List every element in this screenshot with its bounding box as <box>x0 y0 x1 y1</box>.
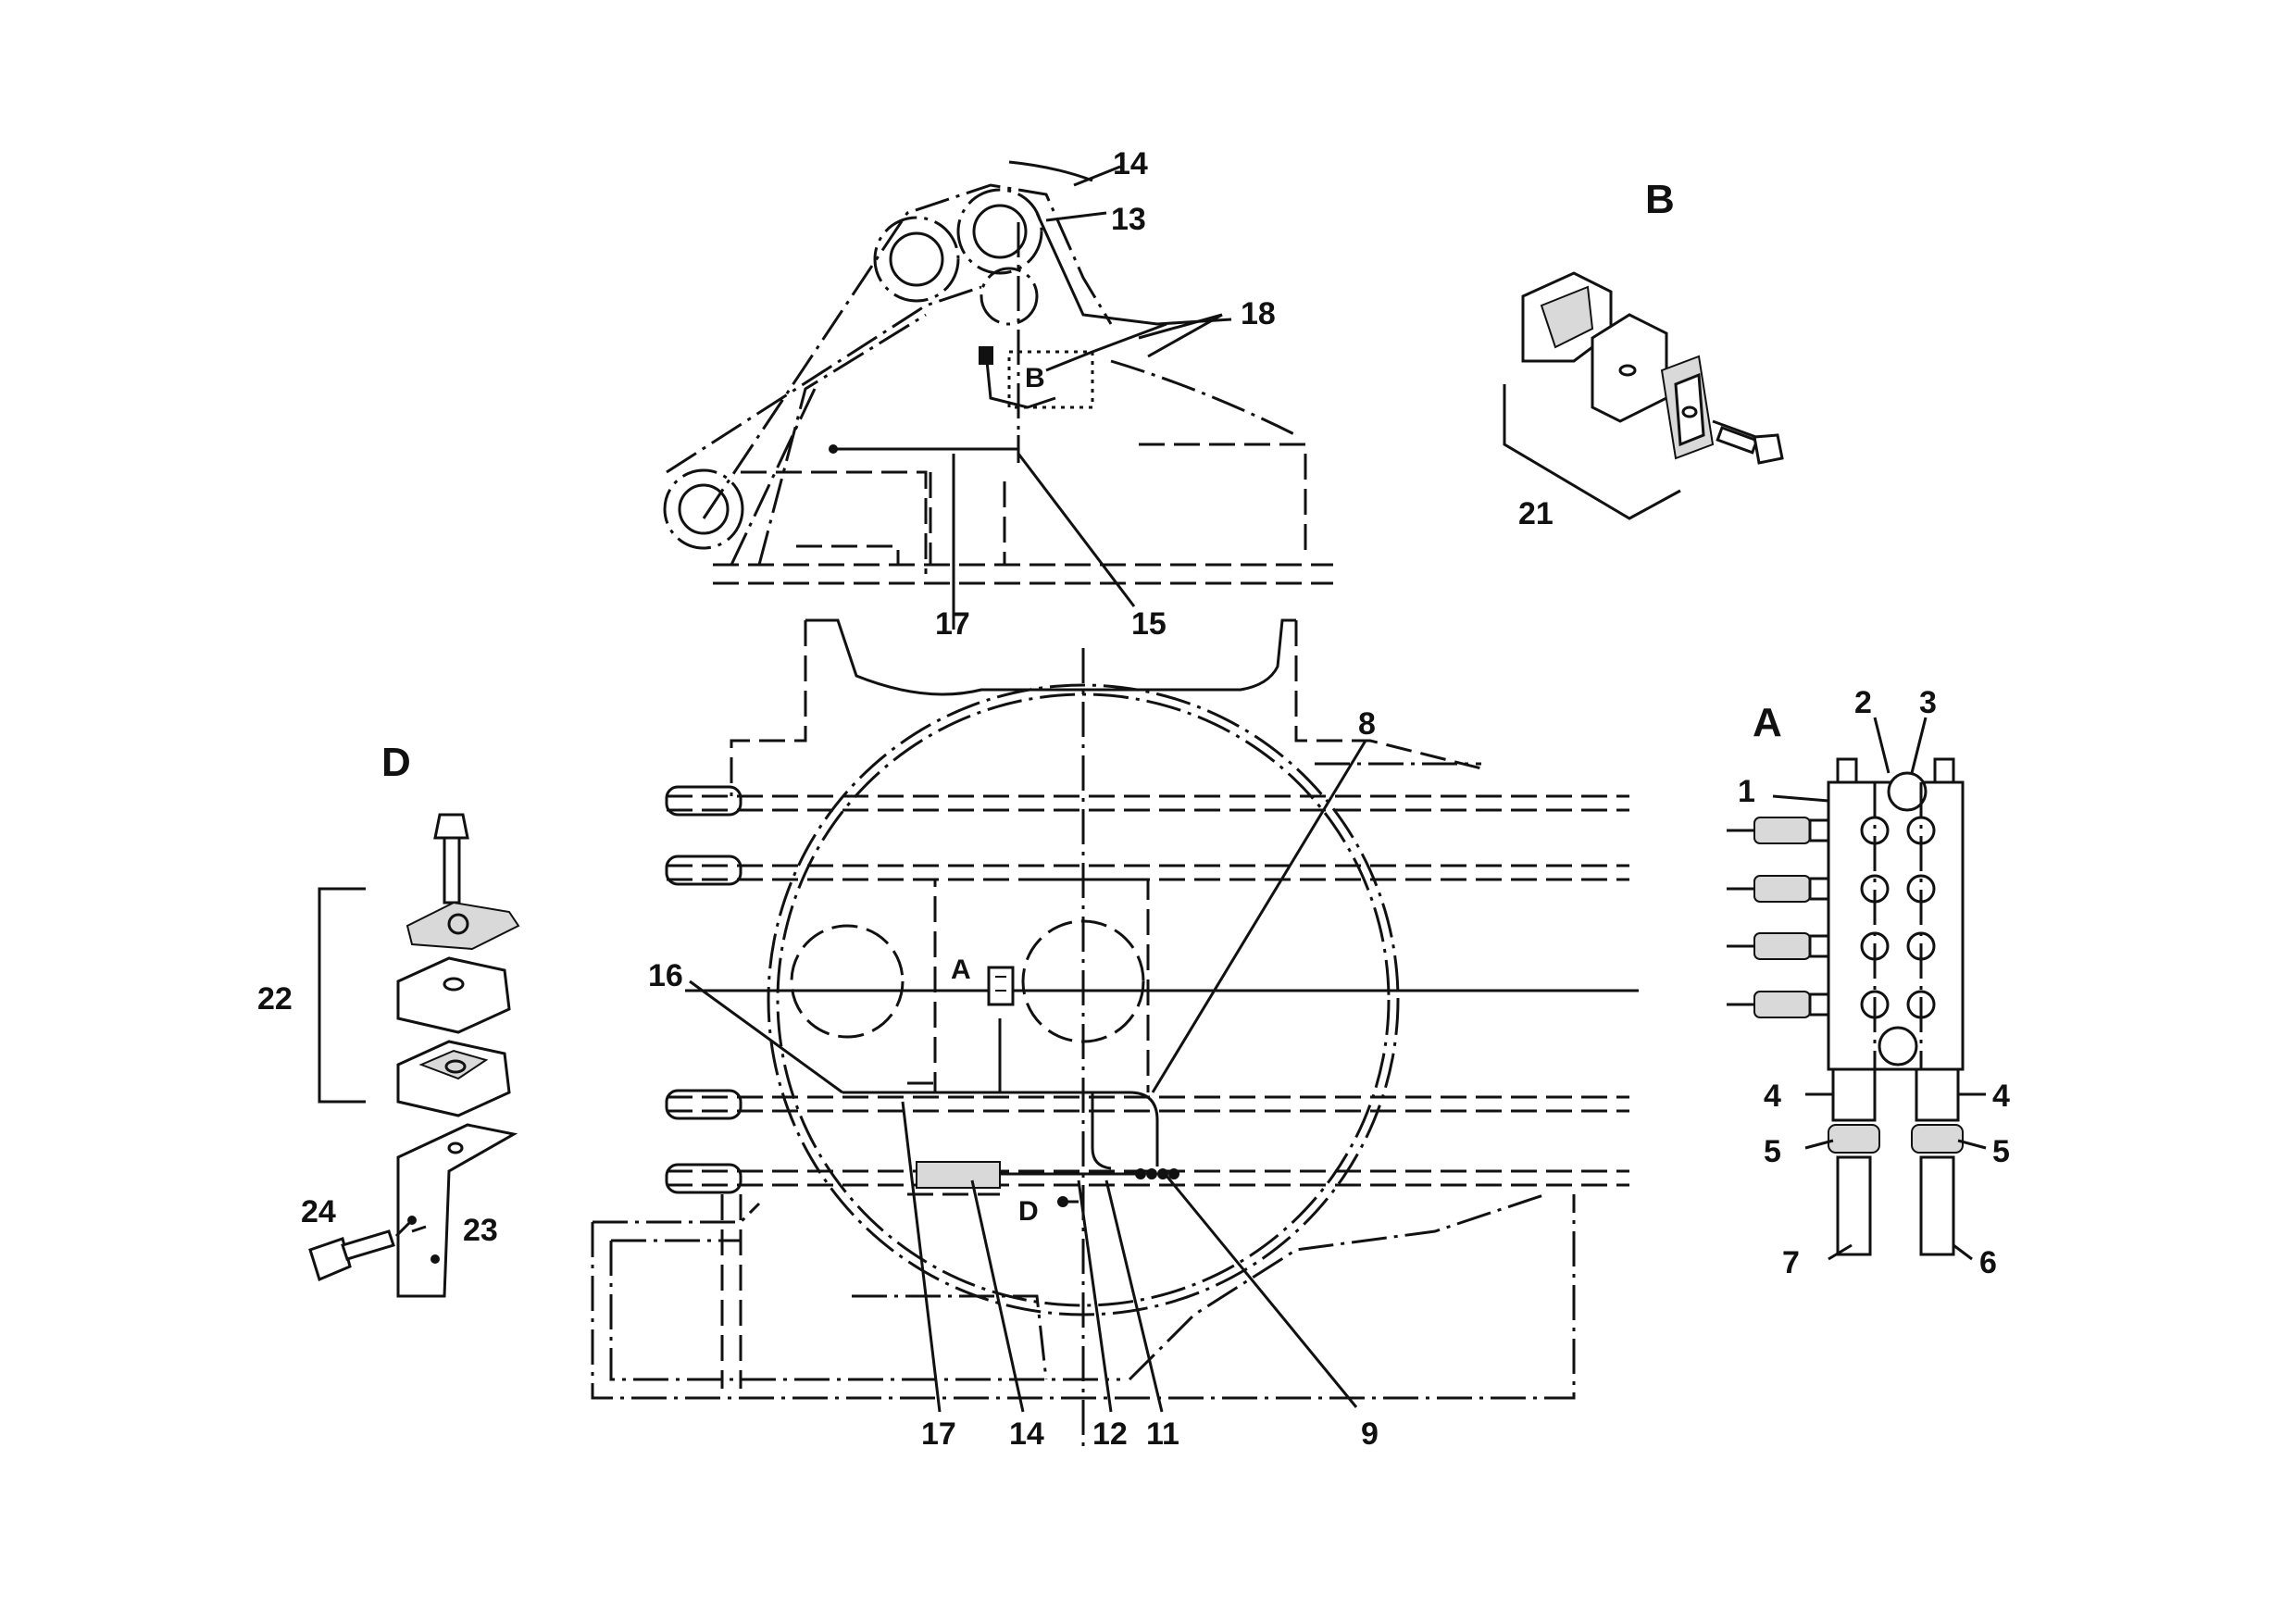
callout-1: 1 <box>1738 774 1755 809</box>
frame-plan-view <box>591 618 1639 1454</box>
callout-2: 2 <box>1854 685 1872 720</box>
port-row <box>1860 816 1936 1019</box>
callout-numbers: 14 13 18 17 15 21 8 16 17 14 12 11 9 2 3… <box>257 146 2010 1452</box>
callout-5-right: 5 <box>1992 1134 2010 1169</box>
callout-24: 24 <box>301 1194 336 1229</box>
callout-9: 9 <box>1361 1416 1379 1452</box>
callout-11: 11 <box>1146 1416 1179 1452</box>
detail-b-clamp <box>1503 271 1784 520</box>
callout-4-right: 4 <box>1992 1079 2010 1114</box>
callout-17-bottom: 17 <box>921 1416 956 1452</box>
callout-5-left: 5 <box>1764 1134 1781 1169</box>
section-label-a: A <box>1753 700 1782 745</box>
callout-14-bottom: 14 <box>1009 1416 1044 1452</box>
callout-18: 18 <box>1241 296 1276 331</box>
callout-7: 7 <box>1782 1245 1800 1280</box>
callout-23: 23 <box>463 1213 498 1248</box>
inline-label-d: D <box>1018 1196 1039 1227</box>
callout-21: 21 <box>1518 496 1554 531</box>
callout-16: 16 <box>648 958 683 993</box>
detail-a-distribution-block <box>1727 717 1987 1261</box>
callout-3: 3 <box>1919 685 1937 720</box>
callout-12: 12 <box>1092 1416 1128 1452</box>
section-label-d: D <box>381 740 411 785</box>
callout-22: 22 <box>257 981 293 1017</box>
callout-14-top: 14 <box>1113 146 1148 181</box>
callout-4-left: 4 <box>1764 1079 1781 1114</box>
fittings-left <box>1727 817 1830 1018</box>
leader-lines <box>689 165 1367 1413</box>
inline-label-a: A <box>951 954 971 985</box>
detail-d-bracket <box>308 813 520 1298</box>
callout-17-top: 17 <box>935 606 970 642</box>
section-label-b: B <box>1645 177 1675 222</box>
callout-8: 8 <box>1358 706 1376 742</box>
inline-label-b: B <box>1025 363 1045 393</box>
callout-13: 13 <box>1111 202 1146 237</box>
callout-6: 6 <box>1979 1245 1997 1280</box>
callout-15: 15 <box>1131 606 1167 642</box>
boom-side-view <box>663 160 1333 585</box>
